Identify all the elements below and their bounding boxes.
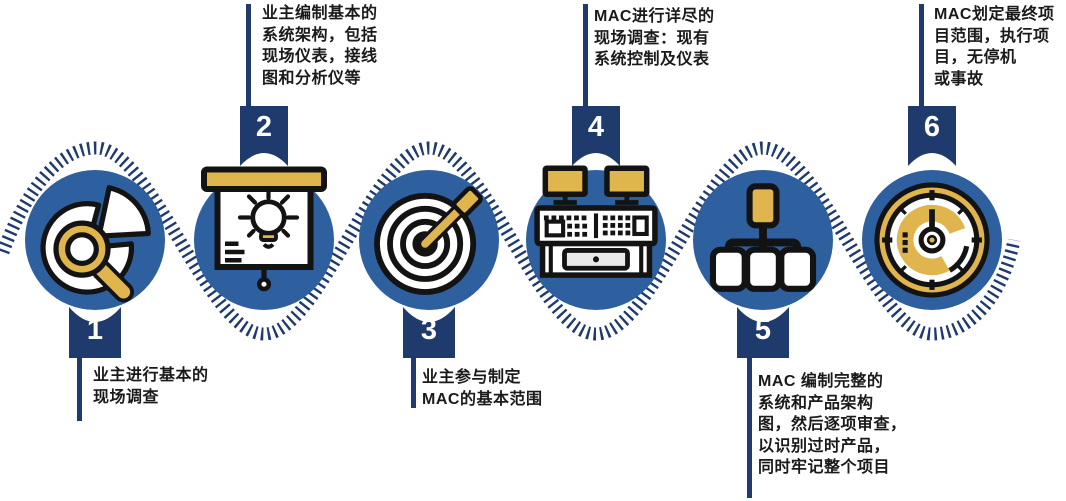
step-2-stem: [246, 4, 251, 107]
step-5-label: MAC 编制完整的 系统和产品架构 图，然后逐项审查， 以识别过时产品， 同时牢…: [758, 371, 907, 479]
label-line: 目范围，执行项: [934, 27, 1050, 45]
target-dart-icon: [374, 186, 483, 295]
step-4-badge: [572, 106, 620, 166]
step-3-stem: [411, 357, 416, 408]
label-line: MAC进行详尽的: [594, 8, 715, 25]
label-line: 同时牢记整个项目: [758, 459, 891, 476]
gauge-dial-icon: [874, 182, 990, 298]
step-3-label: 业主参与制定 MAC的基本范围: [422, 367, 542, 410]
step-1-label: 业主进行基本的 现场调查: [93, 365, 209, 408]
label-line: 业主编制基本的: [262, 5, 378, 22]
label-line: 现场调查: [93, 388, 160, 406]
step-3-badge: [403, 307, 455, 358]
hierarchy-diagram-icon: [709, 183, 817, 292]
label-line: 现场仪表，接线: [262, 48, 378, 65]
label-line: 或事故: [934, 70, 984, 88]
presentation-lightbulb-icon: [201, 166, 327, 292]
label-line: 业主参与制定: [422, 369, 522, 386]
step-6-number: 6: [923, 111, 941, 143]
step-2-number: 2: [255, 111, 273, 143]
step-2-label: 业主编制基本的 系统架构，包括 现场仪表，接线 图和分析仪等: [262, 3, 378, 89]
step-6-label: MAC划定最终项 目范围，执行项 目，无停机 或事故: [934, 4, 1054, 90]
label-line: 业主进行基本的: [93, 367, 209, 384]
step-5-number: 5: [754, 314, 772, 346]
label-line: 系统架构，包括: [262, 26, 378, 44]
step-1-stem: [77, 357, 82, 421]
control-console-icon: [534, 165, 658, 278]
process-flow-ribbon: [0, 141, 1021, 341]
label-line: MAC划定最终项: [934, 6, 1055, 23]
step-6-stem: [919, 4, 924, 107]
step-4-label: MAC进行详尽的 现场调查：现有 系统控制及仪表: [594, 6, 714, 71]
label-line: 系统和产品架构: [758, 394, 874, 412]
step-3-number: 3: [420, 314, 438, 346]
label-line: 图，然后逐项审查，: [758, 416, 907, 433]
step-1-number: 1: [86, 314, 104, 346]
label-line: MAC 编制完整的: [758, 373, 884, 390]
magnifier-pie-chart-icon: [40, 185, 151, 303]
step-5-stem: [747, 357, 752, 498]
step-6-badge: [908, 106, 956, 166]
label-line: MAC的基本范围: [422, 390, 543, 408]
step-4-stem: [583, 4, 588, 107]
step-4-number: 4: [587, 111, 605, 143]
label-line: 以识别过时产品，: [758, 437, 891, 455]
step-2-badge: [240, 106, 288, 166]
step-1-badge: [69, 307, 121, 358]
label-line: 现场调查：现有: [594, 29, 710, 47]
step-5-badge: [737, 307, 789, 358]
label-line: 系统控制及仪表: [594, 51, 710, 68]
label-line: 目，无停机: [934, 49, 1017, 66]
label-line: 图和分析仪等: [262, 69, 362, 87]
